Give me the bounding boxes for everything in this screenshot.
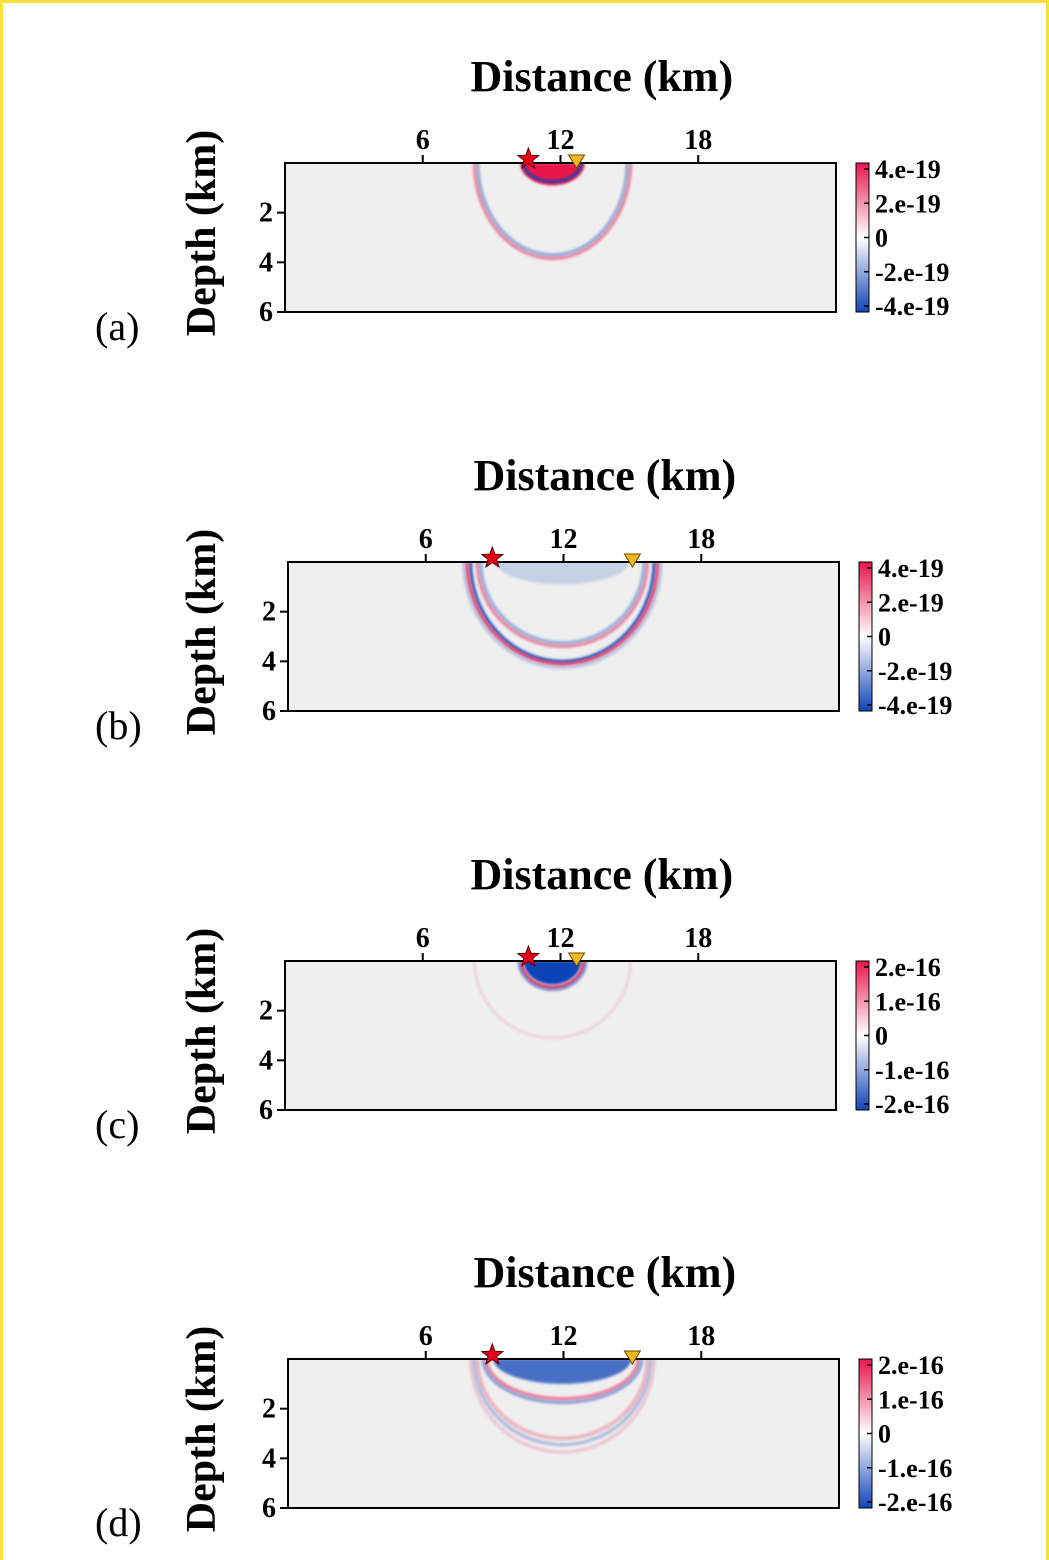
colorbar-label: 1.e-16	[878, 1385, 944, 1414]
wavefront-ring	[472, 1359, 653, 1447]
wavefront-ring	[481, 1359, 644, 1404]
colorbar-label: 0	[878, 623, 891, 652]
wavefield	[462, 562, 663, 669]
x-tick-label: 6	[419, 1321, 433, 1352]
y-tick-label: 6	[262, 1493, 276, 1524]
wavefront-ring	[472, 163, 633, 261]
wavefield-background	[288, 1359, 839, 1508]
colorbar-label: -4.e-19	[875, 292, 949, 321]
x-tick-label: 6	[419, 524, 433, 555]
colorbar-label: -2.e-19	[875, 258, 949, 287]
x-tick-label: 12	[547, 923, 575, 954]
colorbar-label: 0	[875, 1022, 888, 1051]
colorbar-label: 2.e-19	[878, 588, 944, 617]
colorbar-label: 0	[875, 224, 888, 253]
wavefront-ring	[476, 163, 629, 257]
y-tick-label: 4	[262, 646, 276, 677]
wavefront-ring	[472, 961, 633, 1040]
y-axis-title: Depth (km)	[179, 1326, 225, 1533]
wavefront-ring	[479, 562, 646, 645]
receiver-triangle-icon	[567, 952, 586, 967]
colorbar-label: 4.e-19	[875, 155, 941, 184]
colorbar-label: -2.e-16	[875, 1090, 949, 1119]
source-star-icon	[480, 545, 505, 569]
colorbar-label: -2.e-19	[878, 657, 952, 686]
receiver-triangle-icon	[623, 1350, 642, 1365]
panel-label: (d)	[95, 1500, 142, 1545]
x-tick-label: 18	[687, 1321, 715, 1352]
x-axis-title: Distance (km)	[470, 850, 733, 899]
y-tick-label: 2	[259, 996, 273, 1027]
wavefront-ring	[485, 1359, 640, 1401]
y-axis-title: Depth (km)	[179, 130, 225, 337]
wavefield-background	[288, 562, 839, 711]
x-tick-label: 18	[687, 524, 715, 555]
wavefront-ring	[469, 562, 656, 663]
source-star-icon	[516, 944, 541, 968]
wavefront-fill	[495, 562, 629, 585]
panel-label: (a)	[95, 304, 139, 349]
x-axis-title: Distance (km)	[473, 1248, 736, 1297]
source-star-icon	[516, 146, 541, 170]
x-tick-label: 12	[547, 125, 575, 156]
wavefront-ring	[475, 1359, 649, 1440]
wavefront-fill	[493, 1359, 632, 1384]
y-tick-label: 4	[259, 1045, 273, 1076]
y-tick-label: 4	[259, 247, 273, 278]
x-tick-label: 12	[550, 524, 578, 555]
y-tick-label: 2	[259, 198, 273, 229]
y-tick-label: 6	[262, 696, 276, 727]
wavefield-background	[285, 163, 836, 312]
panel-label: (c)	[95, 1102, 139, 1147]
colorbar-label: 2.e-19	[875, 189, 941, 218]
wavefront-ring	[522, 163, 583, 183]
colorbar-label: -1.e-16	[875, 1056, 949, 1085]
colorbar-label: -1.e-16	[878, 1454, 952, 1483]
colorbar-label: -2.e-16	[878, 1488, 952, 1517]
y-tick-label: 2	[262, 1394, 276, 1425]
wavefield	[472, 961, 633, 1040]
source-star-icon	[480, 1342, 505, 1366]
wavefront-ring	[519, 961, 585, 989]
receiver-triangle-icon	[567, 154, 586, 169]
wavefront-ring	[465, 562, 660, 666]
x-tick-label: 6	[416, 125, 430, 156]
y-axis-title: Depth (km)	[179, 529, 225, 736]
panel-label: (b)	[95, 703, 142, 748]
wavefront-fill	[523, 961, 582, 985]
x-tick-label: 12	[550, 1321, 578, 1352]
wavefront-ring	[462, 562, 663, 669]
x-tick-label: 18	[684, 923, 712, 954]
x-axis-title: Distance (km)	[473, 451, 736, 500]
wavefield	[472, 163, 633, 261]
y-tick-label: 2	[262, 597, 276, 628]
y-tick-label: 4	[262, 1443, 276, 1474]
wavefront-ring	[517, 961, 588, 991]
colorbar-label: 2.e-16	[878, 1351, 944, 1380]
colorbar-label: 2.e-16	[875, 953, 941, 982]
x-tick-label: 18	[684, 125, 712, 156]
y-tick-label: 6	[259, 297, 273, 328]
wavefront-ring	[469, 1359, 656, 1454]
y-axis-title: Depth (km)	[179, 928, 225, 1135]
colorbar-label: 1.e-16	[875, 987, 941, 1016]
receiver-triangle-icon	[623, 553, 642, 568]
x-tick-label: 6	[416, 923, 430, 954]
colorbar-label: 0	[878, 1420, 891, 1449]
wavefield	[469, 1359, 656, 1454]
colorbar-label: -4.e-19	[878, 691, 952, 720]
colorbar-label: 4.e-19	[878, 554, 944, 583]
y-tick-label: 6	[259, 1095, 273, 1126]
x-axis-title: Distance (km)	[470, 52, 733, 101]
wavefront-ring	[475, 562, 649, 648]
